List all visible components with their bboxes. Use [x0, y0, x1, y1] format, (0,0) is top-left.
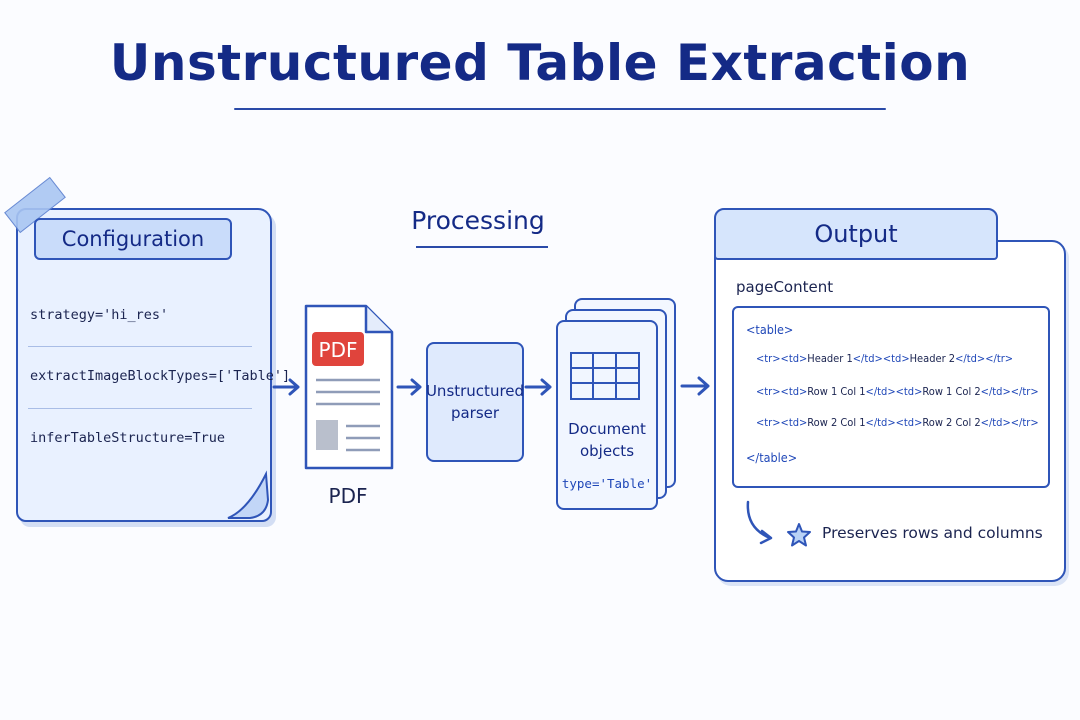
code-tag: </td> [980, 416, 1011, 429]
document-label-line1: Document [568, 420, 646, 438]
code-row-header: <tr><td>Header 1</td><td>Header 2</td></… [756, 352, 1013, 365]
page-content-label: pageContent [736, 278, 834, 296]
code-tag: <tr> [756, 416, 781, 429]
config-infer-table-structure: inferTableStructure=True [30, 430, 226, 446]
code-tag: </td> [865, 416, 896, 429]
code-tag: <tr> [756, 352, 781, 365]
configuration-header: Configuration [34, 218, 232, 260]
document-label-line2: objects [579, 442, 635, 460]
code-tag: <td> [895, 416, 923, 429]
code-table-open: <table> [746, 322, 794, 337]
pdf-label: PDF [328, 484, 368, 508]
unstructured-parser-box: Unstructured parser [426, 342, 524, 462]
code-tag: <tr> [756, 385, 781, 398]
code-tag: </td> [980, 385, 1011, 398]
arrow-right-icon [680, 376, 710, 396]
code-tag: <td> [780, 416, 808, 429]
pdf-badge: PDF [319, 338, 358, 362]
arrow-right-icon [396, 378, 422, 396]
code-cell: Header 2 [909, 352, 956, 365]
code-tag: <td> [895, 385, 923, 398]
code-tag: </tr> [985, 352, 1014, 365]
html-code-box: <table> <tr><td>Header 1</td><td>Header … [732, 306, 1050, 488]
parser-label-line2: parser [450, 404, 500, 422]
document-type-label: type='Table' [561, 476, 653, 491]
output-header: Output [714, 208, 998, 260]
configuration-card [16, 208, 272, 522]
curved-arrow-icon [746, 500, 773, 545]
config-extract-image-block-types: extractImageBlockTypes=['Table'] [30, 368, 291, 384]
code-cell: Row 1 Col 2 [922, 385, 981, 398]
document-objects-label: Document objects [556, 418, 658, 462]
code-tag: <td> [780, 385, 808, 398]
processing-label: Processing [411, 206, 545, 235]
document-objects-card [556, 320, 658, 510]
table-grid-icon [570, 352, 640, 400]
arrow-right-icon [524, 378, 552, 396]
code-table-close: </table> [746, 450, 798, 465]
code-cell: Header 1 [807, 352, 853, 365]
code-row-1: <tr><td>Row 1 Col 1</td><td>Row 1 Col 2<… [756, 385, 1039, 398]
page-title: Unstructured Table Extraction [109, 34, 971, 92]
pdf-file-icon: PDF [304, 304, 394, 470]
arrow-right-icon [272, 378, 300, 396]
config-strategy: strategy='hi_res' [30, 307, 169, 323]
code-tag: </tr> [1010, 385, 1039, 398]
code-tag: </td> [865, 385, 896, 398]
code-cell: Row 2 Col 2 [922, 416, 981, 429]
parser-label-line1: Unstructured [425, 382, 525, 400]
star-icon [787, 523, 811, 547]
code-tag: </td> [852, 352, 883, 365]
code-tag: </tr> [1010, 416, 1039, 429]
config-divider [28, 408, 252, 409]
code-row-2: <tr><td>Row 2 Col 1</td><td>Row 2 Col 2<… [756, 416, 1039, 429]
config-divider [28, 346, 252, 347]
code-tag: <td> [780, 352, 808, 365]
code-tag: </td> [955, 352, 986, 365]
title-underline [234, 108, 886, 110]
code-cell: Row 2 Col 1 [807, 416, 866, 429]
preserves-note: Preserves rows and columns [822, 524, 1043, 542]
page-curl-icon [227, 470, 270, 519]
code-tag: <td> [882, 352, 910, 365]
processing-underline [416, 246, 548, 248]
code-cell: Row 1 Col 1 [807, 385, 866, 398]
